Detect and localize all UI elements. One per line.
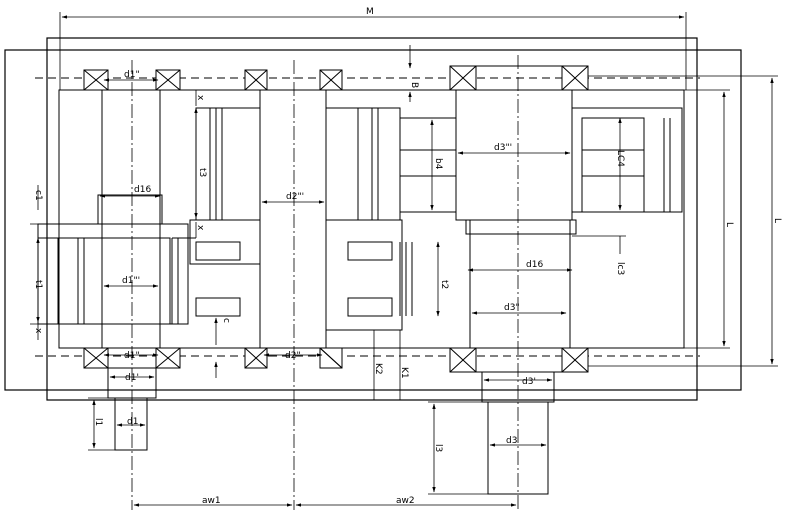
label-l3: l3 — [433, 444, 443, 452]
label-d16: d16 — [134, 185, 151, 195]
gear2-left — [195, 107, 261, 221]
label-aw1: aw1 — [202, 496, 221, 506]
label-K1: K1 — [399, 367, 409, 379]
gear2-lower — [189, 219, 261, 265]
shaft1-shoulder — [97, 194, 163, 225]
label-c: c — [221, 318, 231, 323]
label-b4: b4 — [433, 158, 443, 170]
label-lc3: lc3 — [615, 262, 625, 275]
inner-cavity — [58, 89, 685, 349]
gear1 — [37, 223, 189, 325]
label-t3: t3 — [197, 168, 207, 177]
label-d1pp-bottom: d1" — [124, 351, 140, 361]
housing-outer — [4, 49, 742, 391]
gear3-lower — [325, 219, 403, 331]
label-M: M — [366, 7, 374, 17]
input-shaft-end — [114, 397, 148, 451]
housing-inner — [46, 37, 698, 401]
label-aw2: aw2 — [396, 496, 415, 506]
output-shaft-end — [487, 401, 549, 495]
label-x-bot: x — [33, 328, 43, 334]
label-K2: K2 — [373, 363, 383, 375]
label-d2ppp: d2"' — [286, 192, 304, 202]
label-d2pp-bottom: d2" — [285, 351, 301, 361]
label-d3ppp: d3"' — [494, 143, 512, 153]
label-d3: d3 — [506, 436, 517, 446]
label-d3p: d3' — [522, 377, 536, 387]
label-l1: l1 — [93, 418, 103, 426]
label-lc4: LC4 — [615, 150, 625, 167]
label-x-top: x — [195, 95, 205, 101]
label-d3pp: d3" — [504, 303, 520, 313]
gear4-left-rim — [357, 107, 401, 221]
label-d1ppp: d1"' — [122, 276, 140, 286]
gear3-right — [325, 107, 359, 221]
label-c1: c1 — [33, 190, 43, 201]
gear4-bore — [399, 149, 457, 177]
label-L-right: L — [724, 222, 734, 227]
shaft3-body — [469, 219, 571, 349]
label-d1p: d1' — [125, 373, 139, 383]
label-t2: t2 — [439, 280, 449, 289]
shaft1-body — [101, 89, 161, 349]
label-d1pp-top: d1" — [124, 70, 140, 80]
label-d1: d1 — [127, 417, 138, 427]
label-d16-lower: d16 — [526, 260, 543, 270]
label-L-far: L — [772, 218, 782, 223]
shaft2-body — [259, 89, 327, 349]
label-x-mid: x — [195, 225, 205, 231]
gear1-hub — [57, 237, 171, 325]
label-B: B — [409, 82, 419, 88]
shaft3-hub — [455, 89, 573, 221]
label-t1: t1 — [33, 280, 43, 289]
